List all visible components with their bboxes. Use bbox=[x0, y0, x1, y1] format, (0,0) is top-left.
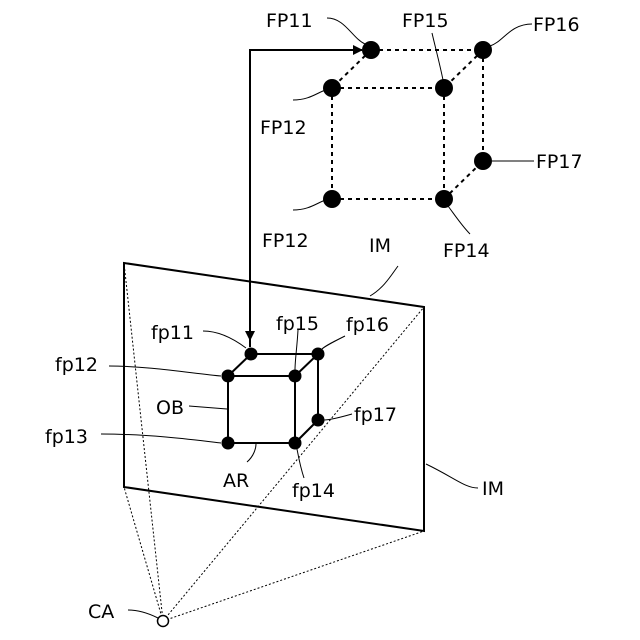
correspondence-arrow bbox=[250, 50, 362, 347]
point-FP12-top bbox=[323, 79, 341, 97]
label-FP16: FP16 bbox=[533, 14, 580, 36]
label-FP12-top: FP12 bbox=[260, 117, 307, 139]
point-FP17 bbox=[474, 152, 492, 170]
label-OB: OB bbox=[156, 397, 184, 419]
point-fp11 bbox=[245, 348, 258, 361]
label-fp16: fp16 bbox=[346, 314, 389, 336]
point-fp17 bbox=[312, 414, 325, 427]
label-FP15: FP15 bbox=[402, 10, 449, 32]
label-fp11: fp11 bbox=[151, 322, 194, 344]
point-FP16 bbox=[474, 41, 492, 59]
label-AR: AR bbox=[223, 470, 249, 492]
point-FP14 bbox=[435, 190, 453, 208]
point-FP15 bbox=[435, 79, 453, 97]
label-IM-top: IM bbox=[369, 235, 391, 257]
point-fp12 bbox=[222, 370, 235, 383]
label-FP12-bottom: FP12 bbox=[262, 230, 309, 252]
label-fp15: fp15 bbox=[276, 313, 319, 335]
label-fp13: fp13 bbox=[45, 426, 88, 448]
label-FP14: FP14 bbox=[443, 240, 490, 262]
label-FP11: FP11 bbox=[266, 10, 313, 32]
label-fp12: fp12 bbox=[55, 354, 98, 376]
label-fp17: fp17 bbox=[354, 404, 397, 426]
camera-ca bbox=[158, 616, 169, 627]
point-FP12-bottom bbox=[323, 190, 341, 208]
label-fp14: fp14 bbox=[292, 480, 335, 502]
label-CA: CA bbox=[88, 601, 114, 623]
3d-feature-cube bbox=[332, 50, 483, 199]
point-fp16 bbox=[312, 348, 325, 361]
point-fp14 bbox=[289, 437, 302, 450]
3d-feature-points bbox=[323, 41, 492, 208]
label-FP17: FP17 bbox=[536, 151, 583, 173]
point-fp13 bbox=[222, 437, 235, 450]
object-cube-ob bbox=[228, 354, 318, 443]
point-fp15 bbox=[289, 370, 302, 383]
label-IM-right: IM bbox=[482, 478, 504, 500]
